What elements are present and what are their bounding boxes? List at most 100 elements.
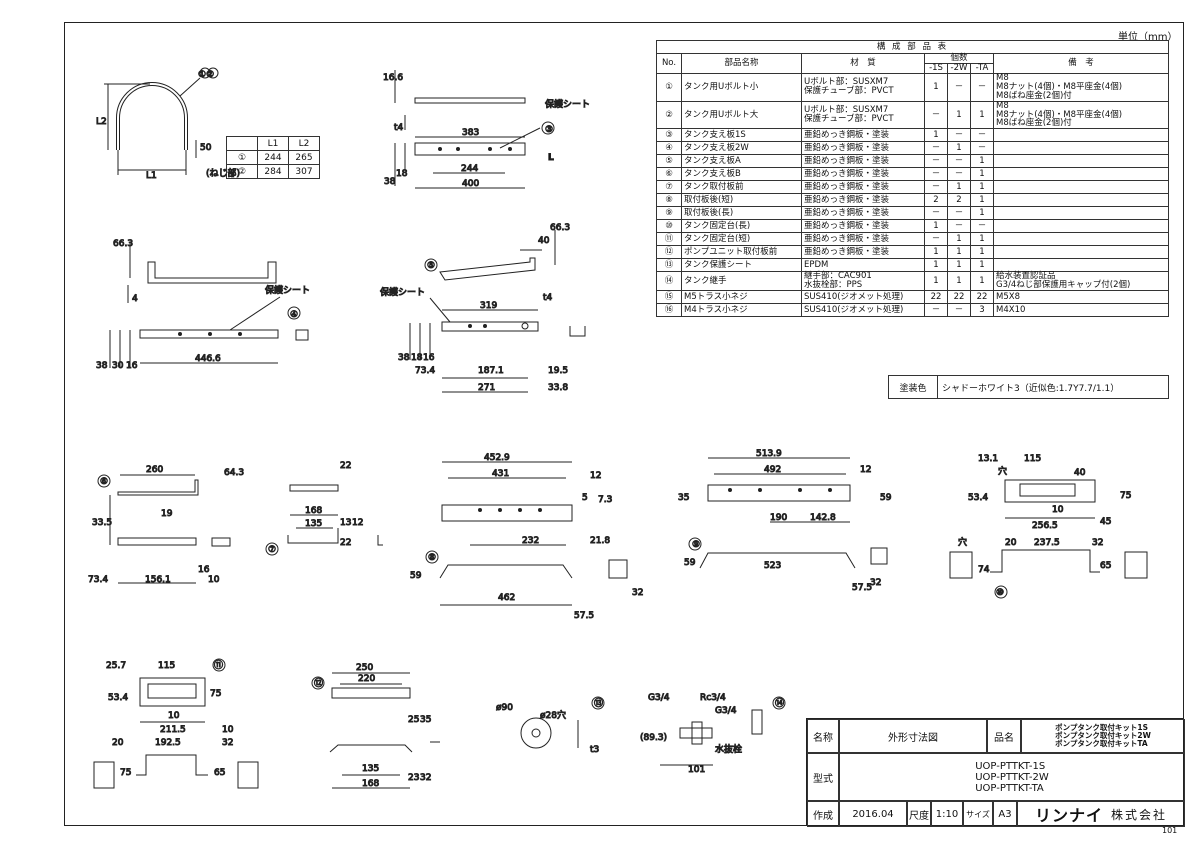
dim-18-b: 18	[411, 353, 423, 363]
dim-59-b: 59	[880, 493, 892, 503]
callout-8: ⑧	[428, 553, 436, 563]
dim-40-b: 40	[1074, 468, 1086, 478]
callout-14: ⑭	[775, 698, 784, 709]
callout-3: ③	[545, 125, 553, 135]
dim-75-b: 75	[210, 689, 221, 699]
support-plate-b-drawing	[97, 474, 231, 584]
qty-ta: 1	[970, 100, 994, 130]
dim-30: 30	[112, 361, 124, 371]
model-value: UOP-PTTKT-1S UOP-PTTKT-2W UOP-PTTKT-TA	[839, 753, 1185, 801]
big-l-mark: L	[548, 153, 554, 163]
dim-l1: L1	[146, 171, 157, 181]
dim-66-3-b: 66.3	[550, 223, 570, 233]
name-value: 外形寸法図	[839, 719, 987, 753]
dim-19: 19	[161, 509, 173, 519]
parts-table-caption: 構 成 部 品 表	[656, 40, 1169, 54]
dim-75-c: 75	[120, 768, 131, 778]
protect-sheet-label-3: 保護シート	[380, 286, 425, 298]
l-table-cell: 307	[288, 164, 320, 179]
qty-ta: 3	[970, 303, 994, 318]
dim-513-9: 513.9	[756, 449, 782, 459]
dim-244: 244	[461, 164, 478, 174]
dim-237-5: 237.5	[1034, 538, 1060, 548]
dim-57-5: 57.5	[574, 611, 594, 621]
company-cell: リンナイ 株式会社	[1017, 801, 1185, 827]
header-no: No.	[656, 53, 682, 74]
dim-38-b: 38	[96, 361, 108, 371]
dim-35: 35	[678, 493, 689, 503]
dim-65-b: 65	[214, 768, 225, 778]
dim-232: 232	[522, 536, 539, 546]
dim-65: 65	[1100, 561, 1111, 571]
dim-22-b: 22	[340, 538, 351, 548]
dim-187-1: 187.1	[478, 366, 504, 376]
dim-33-5: 33.5	[92, 518, 112, 528]
dim-50: 50	[200, 143, 212, 153]
size-value: A3	[993, 801, 1017, 827]
dim-10-c: 10	[168, 711, 180, 721]
callout-11: ⑪	[214, 660, 223, 671]
dim-d28: ø28穴	[540, 709, 566, 721]
dim-101: 101	[688, 765, 705, 775]
qty-2w: －	[947, 303, 971, 318]
part-number: ①	[656, 72, 682, 102]
dim-75: 75	[1120, 491, 1131, 501]
callout-13: ⑬	[594, 698, 603, 709]
part-material: Uボルト部：SUSXM7 保護チューブ部：PVCT	[801, 72, 925, 102]
dim-523: 523	[764, 561, 781, 571]
dim-16-c: 16	[198, 565, 210, 575]
callout-1-2: ①②	[198, 70, 214, 80]
dim-156-1: 156.1	[145, 575, 171, 585]
dim-271: 271	[478, 383, 495, 393]
header-kit-ta: -TA	[970, 62, 994, 74]
drain-label: 水抜栓	[715, 743, 742, 755]
qty-2w: 1	[947, 100, 971, 130]
part-name: タンク保護シート	[681, 258, 802, 273]
dim-59: 59	[410, 571, 422, 581]
callout-5: ⑤	[427, 261, 435, 271]
dim-12-b: 12	[590, 471, 601, 481]
l-table-cell: ②	[226, 164, 258, 179]
protect-sheet-label: 保護シート	[545, 98, 590, 110]
dim-22: 22	[340, 461, 351, 471]
dim-168: 168	[305, 506, 322, 516]
l-table-cell: 284	[257, 164, 289, 179]
dim-16: 16	[126, 361, 138, 371]
g34-b-label: G3/4	[715, 706, 737, 716]
dim-13-1: 13.1	[978, 454, 998, 464]
qty-1s: 1	[924, 72, 948, 102]
dim-452-9: 452.9	[484, 453, 510, 463]
tank-protect-sheet-drawing	[520, 696, 605, 749]
dim-d90: ø90	[496, 703, 513, 713]
dim-250: 250	[356, 663, 373, 673]
sheet-code: 101	[1162, 826, 1178, 835]
dim-25: 25	[408, 715, 419, 725]
drawing-frame	[64, 22, 1184, 826]
header-name: 部品名称	[681, 53, 802, 74]
size-label: サイズ	[963, 801, 993, 827]
dim-4: 4	[132, 294, 138, 304]
dim-53-4-b: 53.4	[108, 693, 128, 703]
support-plate-2w-drawing	[109, 243, 309, 368]
dim-211-5: 211.5	[160, 725, 186, 735]
dim-64-3: 64.3	[224, 468, 244, 478]
dim-38-c: 38	[398, 353, 410, 363]
hole-label: 穴	[998, 465, 1007, 477]
dim-135: 135	[305, 519, 322, 529]
dim-21-8: 21.8	[590, 536, 610, 546]
callout-4: ④	[290, 310, 298, 320]
dim-40: 40	[538, 236, 550, 246]
dim-431: 431	[492, 469, 509, 479]
dim-32-b: 32	[870, 578, 881, 588]
dim-13: 13	[340, 518, 351, 528]
